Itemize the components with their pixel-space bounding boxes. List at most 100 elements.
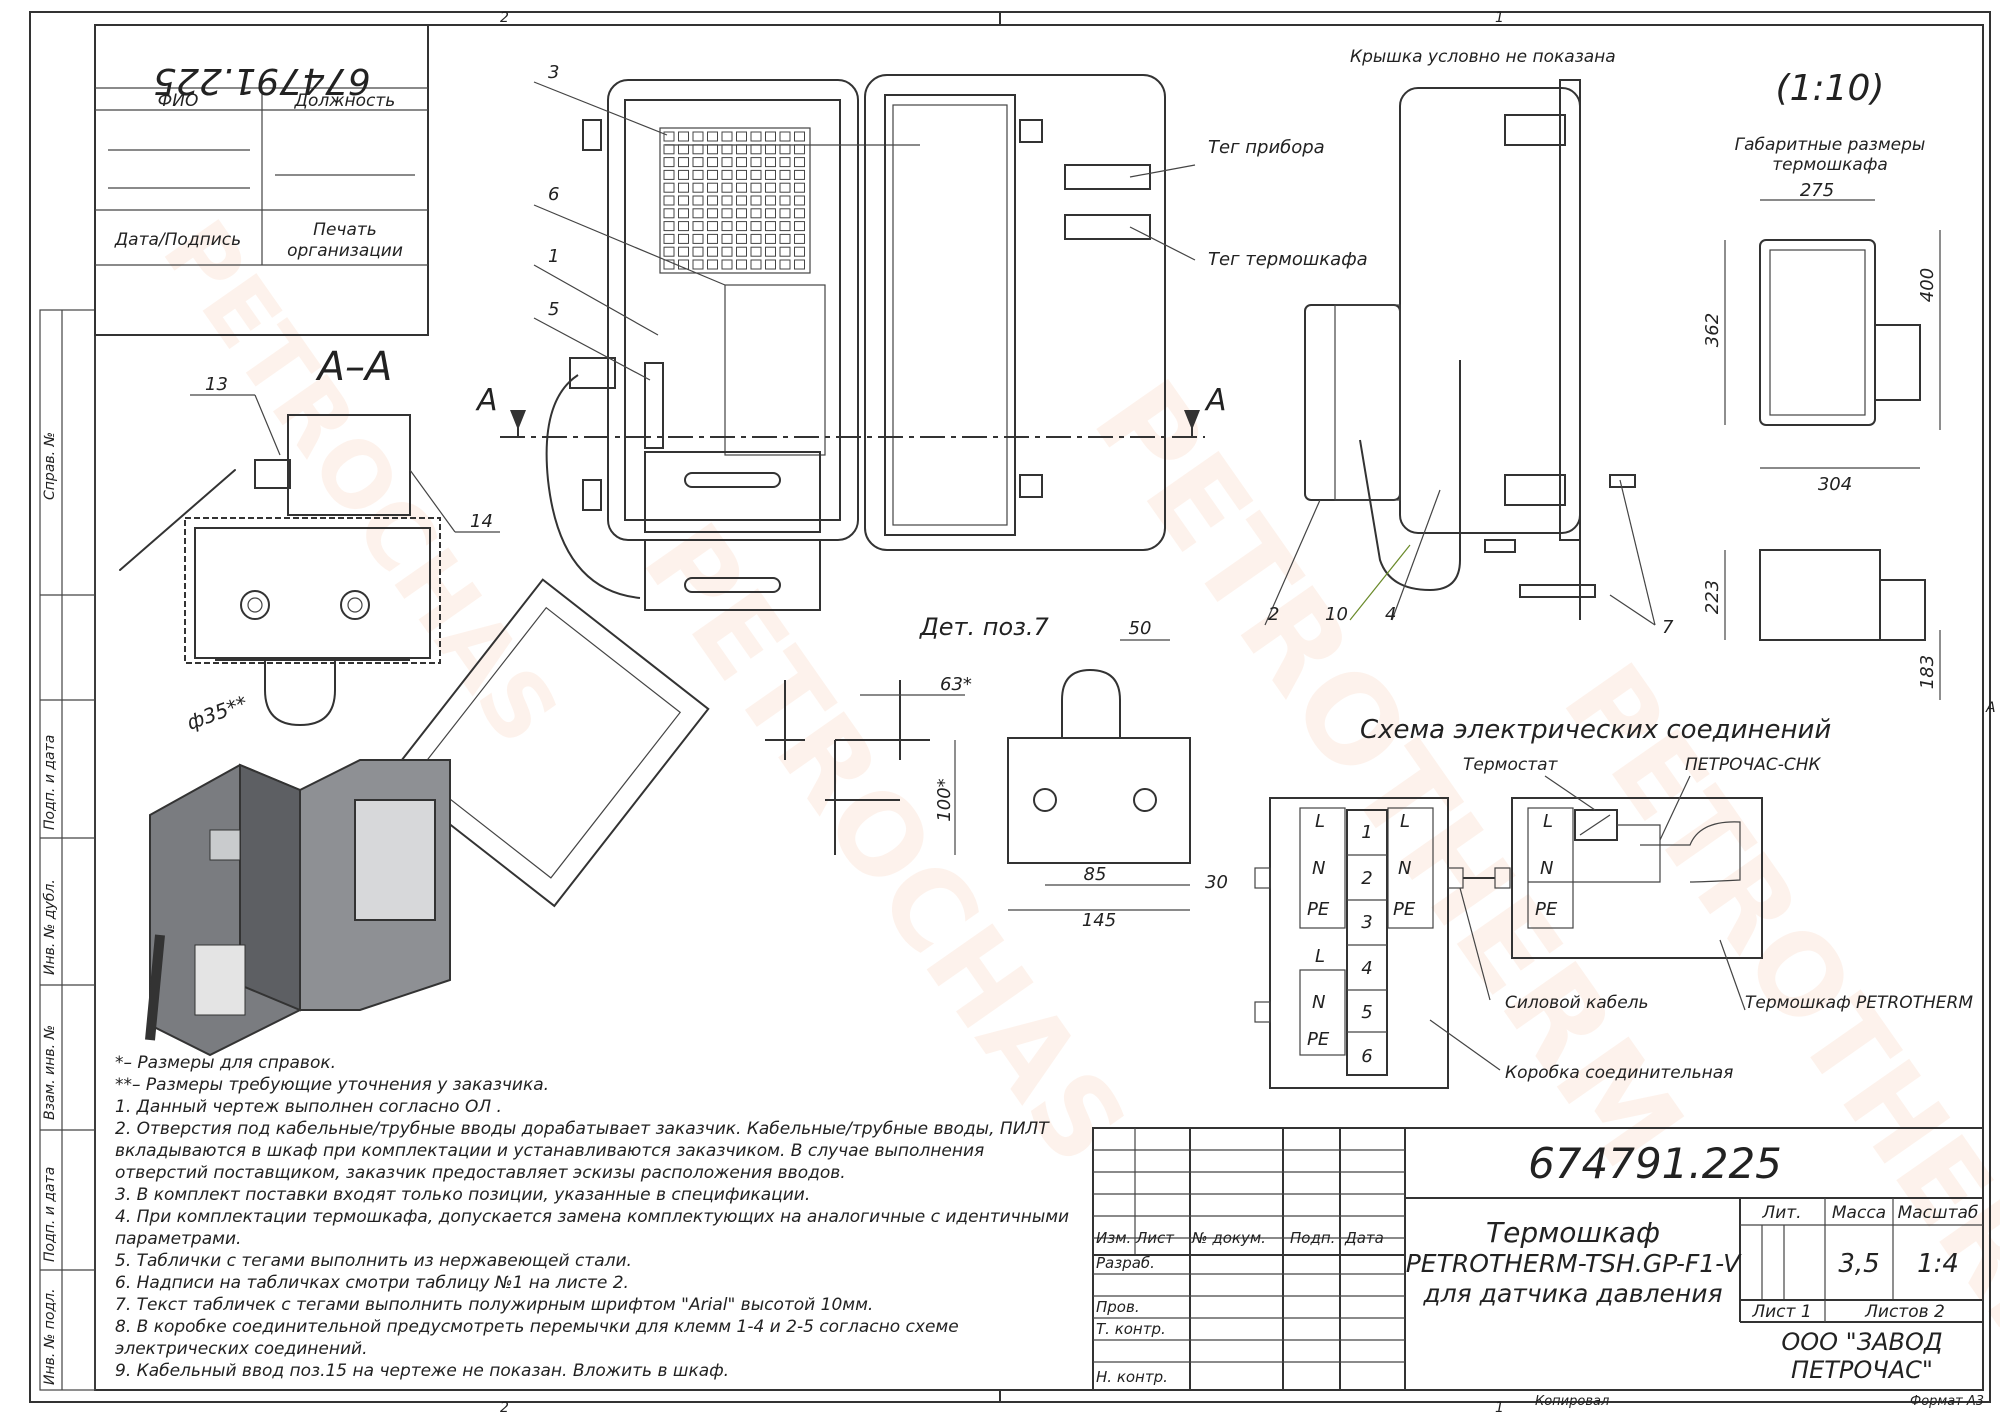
strip-label: Справ. № bbox=[42, 432, 58, 500]
overall-title: термошкафа bbox=[1772, 155, 1888, 175]
grid-cell bbox=[779, 157, 791, 168]
grid-cell bbox=[721, 157, 733, 168]
callout-1: 1 bbox=[548, 246, 559, 267]
product-name: Термошкаф bbox=[1486, 1216, 1660, 1249]
grid-cell bbox=[765, 169, 776, 180]
grid-cell bbox=[794, 221, 805, 232]
footer-format: Формат А3 bbox=[1910, 1394, 1984, 1409]
grid-cell bbox=[765, 246, 776, 257]
lit-label: Лит. bbox=[1761, 1203, 1801, 1223]
grid-cell bbox=[692, 208, 704, 219]
grid-cell bbox=[721, 221, 733, 232]
stamp-header: Должность bbox=[294, 91, 396, 111]
grid-cell bbox=[721, 208, 733, 219]
grid-cell bbox=[721, 182, 733, 193]
box-label: L bbox=[1400, 811, 1410, 832]
note-line: 6. Надписи на табличках смотри таблицу №… bbox=[115, 1273, 629, 1293]
footer-copied: Копировал bbox=[1535, 1394, 1609, 1409]
zone-number: 2 bbox=[500, 10, 509, 26]
grid-cell bbox=[794, 169, 805, 180]
tag-cabinet-label: Тег термошкафа bbox=[1208, 249, 1368, 270]
grid-cell bbox=[663, 246, 675, 257]
grid-cell bbox=[707, 169, 718, 180]
grid-cell bbox=[736, 246, 747, 257]
open-door-view bbox=[387, 578, 710, 908]
grid-cell bbox=[736, 233, 747, 244]
dim-400: 400 bbox=[1917, 268, 1938, 302]
terminal: 2 bbox=[1361, 868, 1372, 889]
note-line: 7. Текст табличек с тегами выполнить пол… bbox=[115, 1295, 873, 1315]
strip-label: Инв. № подл. bbox=[42, 1288, 58, 1385]
grid-cell bbox=[707, 221, 718, 232]
technical-notes: *– Размеры для справок. **– Размеры треб… bbox=[115, 1053, 1069, 1381]
grid-cell bbox=[678, 144, 689, 155]
grid-cell bbox=[721, 233, 733, 244]
grid-cell bbox=[736, 169, 747, 180]
stamp-header: ФИО bbox=[158, 91, 199, 111]
terminal: 6 bbox=[1361, 1046, 1372, 1067]
section-mark: А bbox=[475, 383, 498, 418]
grid-cell bbox=[678, 131, 689, 142]
grid-cell bbox=[707, 144, 718, 155]
grid-cell bbox=[678, 233, 689, 244]
grid-cell bbox=[779, 195, 791, 206]
grid-cell bbox=[692, 131, 704, 142]
dim-85: 85 bbox=[1084, 864, 1107, 885]
note-line: параметрами. bbox=[115, 1229, 241, 1249]
product-name: для датчика давления bbox=[1422, 1279, 1722, 1308]
mirrored-doc-number: 674791.225 bbox=[153, 60, 371, 101]
note-line: 2. Отверстия под кабельные/трубные вводы… bbox=[115, 1119, 1050, 1139]
note-line: 1. Данный чертеж выполнен согласно ОЛ . bbox=[115, 1097, 502, 1117]
col-header: № докум. bbox=[1191, 1229, 1266, 1247]
side-view: Крышка условно не показана 2 10 4 7 bbox=[1264, 47, 1674, 638]
approval-stamp: 674791.225 ФИО Должность Дата/Подпись Пе… bbox=[94, 24, 429, 336]
cabinet-label: Термошкаф PETROTHERM bbox=[1745, 993, 1973, 1013]
junction-box-label: Коробка соединительная bbox=[1505, 1063, 1733, 1083]
note-line: *– Размеры для справок. bbox=[115, 1053, 336, 1073]
mass-label: Масса bbox=[1832, 1203, 1886, 1223]
grid-cell bbox=[663, 144, 675, 155]
terminal: 1 bbox=[1361, 822, 1372, 843]
grid-cell bbox=[765, 259, 776, 270]
note-line: 8. В коробке соединительной предусмотрет… bbox=[115, 1317, 959, 1337]
grid-cell bbox=[721, 246, 733, 257]
note-line: вкладываются в шкаф при комплектации и у… bbox=[115, 1141, 984, 1161]
grid-cell bbox=[765, 182, 776, 193]
grid-cell bbox=[750, 182, 762, 193]
grid-cell bbox=[765, 144, 776, 155]
detail-title: Дет. поз.7 bbox=[919, 613, 1050, 641]
grid-cell bbox=[707, 131, 718, 142]
callout-7: 7 bbox=[1662, 617, 1674, 638]
box-label: PE bbox=[1393, 899, 1416, 920]
grid-cell bbox=[779, 259, 791, 270]
grid-cell bbox=[794, 182, 805, 193]
dim-183: 183 bbox=[1917, 655, 1938, 689]
watermark-text: PETROCHAS bbox=[142, 202, 578, 762]
stamp-header: организации bbox=[287, 241, 403, 261]
grid-cell bbox=[765, 131, 776, 142]
note-line: отверстий поставщиком, заказчик предоста… bbox=[115, 1163, 846, 1183]
electrical-schematic: Схема электрических соединений 1 2 3 4 5… bbox=[1254, 715, 1973, 1089]
overall-dimensions: (1:10) Габаритные размеры термошкафа 275… bbox=[1702, 68, 1941, 700]
grid-cell bbox=[750, 195, 762, 206]
grid-cell bbox=[736, 144, 747, 155]
grid-cell bbox=[736, 182, 747, 193]
grid-cell bbox=[663, 157, 675, 168]
grid-cell bbox=[678, 182, 689, 193]
callout-6: 6 bbox=[548, 184, 559, 205]
grid-cell bbox=[721, 195, 733, 206]
grid-cell bbox=[663, 182, 675, 193]
grid-cell bbox=[692, 259, 704, 270]
zone-number: 1 bbox=[1495, 10, 1504, 26]
grid-cell bbox=[663, 208, 675, 219]
grid-cell bbox=[692, 182, 704, 193]
grid-cell bbox=[721, 144, 733, 155]
grid-cell bbox=[678, 259, 689, 270]
thermostat-label: Термостат bbox=[1463, 755, 1559, 775]
grid-cell bbox=[707, 233, 718, 244]
sheets-label: Листов 2 bbox=[1864, 1302, 1945, 1322]
grid-cell bbox=[779, 233, 791, 244]
grid-cell bbox=[707, 195, 718, 206]
watermark-text: PETROCHAS bbox=[619, 501, 1152, 1186]
stamp-header: Дата/Подпись bbox=[114, 230, 241, 250]
